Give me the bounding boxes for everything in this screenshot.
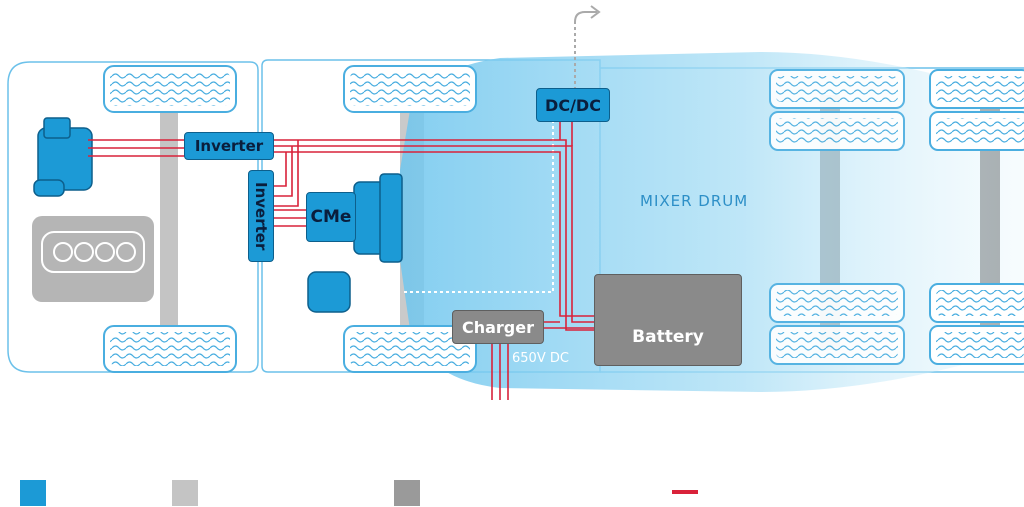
charger-label: Charger xyxy=(461,317,534,337)
cab-outline xyxy=(7,61,259,373)
front-wheel-top xyxy=(103,65,237,113)
engine-block xyxy=(32,216,154,302)
cme-label: CMe xyxy=(310,207,352,227)
rear-wheels-2-top xyxy=(929,69,1024,151)
dcdc-arrow xyxy=(574,5,601,23)
mid-wheel-bottom xyxy=(343,325,477,373)
front-wheel-bottom xyxy=(103,325,237,373)
rear-wheels-1-top xyxy=(769,69,905,151)
mid-wheel-top xyxy=(343,65,477,113)
battery-label: Battery xyxy=(632,327,704,347)
front-axle xyxy=(160,92,178,342)
front-electric-motor xyxy=(33,117,93,197)
cme-box: CMe xyxy=(306,192,356,242)
hv-cables xyxy=(88,122,596,400)
dotted-line-vertical xyxy=(402,120,554,293)
legend-swatch-dark-gray xyxy=(394,480,420,506)
voltage-label: 650V DC xyxy=(512,351,569,366)
dcdc-label: DC/DC xyxy=(545,95,601,115)
mixer-drum-label: MIXER DRUM xyxy=(640,192,749,210)
hydraulic-pump xyxy=(307,271,351,313)
inverter-top-box: Inverter xyxy=(184,132,274,160)
legend-swatch-electric xyxy=(20,480,46,506)
rear-wheels-2-bottom xyxy=(929,283,1024,365)
inverter-vertical-label: Inverter xyxy=(252,181,270,251)
dcdc-box: DC/DC xyxy=(536,88,610,122)
battery-box: Battery xyxy=(594,274,742,366)
charger-box: Charger xyxy=(452,310,544,344)
inverter-top-label: Inverter xyxy=(194,137,264,155)
rear-wheels-1-bottom xyxy=(769,283,905,365)
chassis-outline xyxy=(261,59,601,373)
gearbox xyxy=(353,173,403,263)
legend-swatch-light-gray xyxy=(172,480,198,506)
legend-swatch-cable xyxy=(672,490,698,494)
inverter-vertical-box: Inverter xyxy=(248,170,274,262)
